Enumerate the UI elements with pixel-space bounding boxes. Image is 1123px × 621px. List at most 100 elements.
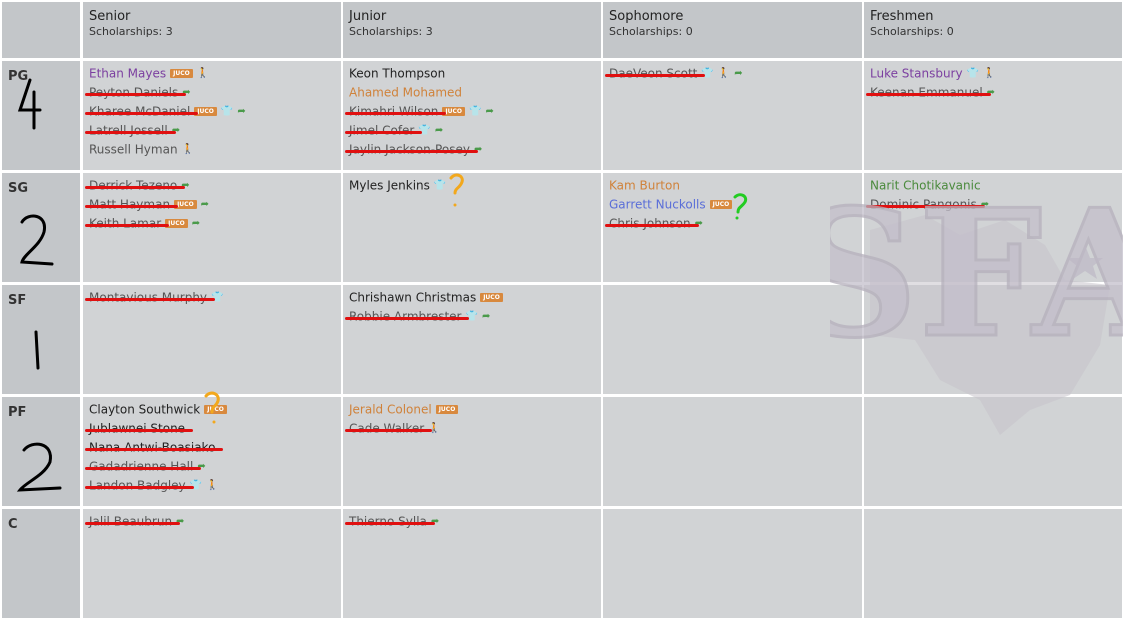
player-name[interactable]: Jublawnei Stone: [89, 422, 185, 436]
player-name[interactable]: Russell Hyman: [89, 142, 178, 157]
player-name[interactable]: Kharee McDaniel: [89, 105, 190, 119]
player-entry[interactable]: Russell Hyman🚶: [89, 140, 194, 158]
player-entry[interactable]: Landon Badgley👕🚶: [85, 476, 219, 494]
player-name[interactable]: Luke Stansbury: [870, 66, 963, 81]
juco-badge: JUCO: [194, 107, 217, 116]
player-entry[interactable]: Robbie Armbrester👕➦: [345, 307, 490, 325]
transfer-arrow-icon: ➦: [986, 86, 996, 98]
player-name[interactable]: Dominic Pangonis: [870, 198, 977, 212]
player-name[interactable]: Keon Thompson: [349, 66, 446, 81]
column-title: Sophomore: [609, 9, 684, 24]
player-name[interactable]: Landon Badgley: [89, 479, 186, 493]
player-name[interactable]: Jalil Beaubrun: [89, 515, 172, 529]
player-name[interactable]: Robbie Armbrester: [349, 310, 461, 324]
strike-through-mark: [345, 317, 469, 320]
player-name[interactable]: Peyton Daniels: [89, 86, 178, 100]
player-name[interactable]: Cade Walker: [349, 422, 424, 436]
strike-through-mark: [85, 112, 198, 115]
player-name[interactable]: Matt Hayman: [89, 198, 170, 212]
player-name[interactable]: Jaylin Jackson-Posey: [349, 143, 470, 157]
roster-cell-sf-freshmen: [864, 285, 1122, 394]
player-name[interactable]: Keith Lamar: [89, 217, 161, 231]
player-name[interactable]: Kam Burton: [609, 178, 680, 193]
transfer-arrow-icon: ➦: [485, 105, 494, 117]
player-entry[interactable]: Myles Jenkins👕: [349, 176, 446, 194]
player-entry[interactable]: Nana Antwi-Boasiako: [85, 438, 223, 456]
player-entry[interactable]: Kimahri WilsonJUCO👕➦: [345, 102, 494, 120]
roster-cell-c-freshmen: [864, 509, 1122, 618]
player-entry[interactable]: Montavious Murphy👕: [85, 288, 223, 306]
roster-cell-c-senior: Jalil Beaubrun➦: [83, 509, 341, 618]
player-name[interactable]: Gadadrienne Hall: [89, 460, 193, 474]
player-entry[interactable]: Peyton Daniels➦: [85, 83, 191, 101]
strike-through-mark: [85, 429, 193, 432]
player-name[interactable]: Ahamed Mohamed: [349, 85, 463, 100]
player-entry[interactable]: Keon Thompson: [349, 64, 445, 82]
player-entry[interactable]: Keith LamarJUCO➦: [85, 214, 201, 232]
strike-through-mark: [85, 467, 201, 470]
player-entry[interactable]: Derrick Tezeno➦: [85, 176, 190, 194]
player-entry[interactable]: Narit Chotikavanic: [870, 176, 981, 194]
player-name[interactable]: Kimahri Wilson: [349, 105, 438, 119]
player-entry[interactable]: Jimel Cofer👕➦: [345, 121, 443, 139]
strike-through-mark: [85, 131, 176, 134]
scholarship-count: Scholarships: 3: [349, 25, 433, 38]
strike-through-mark: [85, 186, 185, 189]
transfer-arrow-icon: ➦: [200, 198, 210, 210]
strike-through-mark: [85, 522, 180, 525]
scholarship-count: Scholarships: 0: [609, 25, 693, 38]
player-name[interactable]: Myles Jenkins: [349, 178, 430, 193]
walk-on-icon: 🚶: [181, 143, 194, 155]
player-entry[interactable]: Kharee McDanielJUCO👕➦: [85, 102, 246, 120]
player-entry[interactable]: Gadadrienne Hall➦: [85, 457, 206, 475]
walk-on-icon: 🚶: [428, 422, 441, 434]
transfer-arrow-icon: ➦: [191, 217, 201, 229]
player-entry[interactable]: Luke Stansbury👕🚶: [870, 64, 996, 82]
player-name[interactable]: DaeVeon Scott: [609, 67, 697, 81]
player-entry[interactable]: Thierno Sylla➦: [345, 512, 439, 530]
redshirt-icon: 👕: [418, 124, 431, 136]
player-entry[interactable]: Latrell Jossell➦: [85, 121, 180, 139]
player-name[interactable]: Latrell Jossell: [89, 124, 168, 138]
player-name[interactable]: Chrishawn Christmas: [349, 290, 477, 305]
player-name[interactable]: Montavious Murphy: [89, 291, 207, 305]
player-name[interactable]: Derrick Tezeno: [89, 179, 177, 193]
player-entry[interactable]: Matt HaymanJUCO➦: [85, 195, 210, 213]
strike-through-mark: [85, 93, 186, 96]
player-name[interactable]: Ethan Mayes: [89, 66, 167, 81]
player-name[interactable]: Garrett Nuckolls: [609, 197, 706, 212]
roster-cell-c-junior: Thierno Sylla➦: [343, 509, 601, 618]
redshirt-icon: 👕: [966, 67, 980, 79]
player-entry[interactable]: Kam Burton: [609, 176, 680, 194]
player-name[interactable]: Thierno Sylla: [349, 515, 427, 529]
player-entry[interactable]: DaeVeon Scott👕🚶➦: [605, 64, 743, 82]
player-entry[interactable]: Ahamed Mohamed: [349, 83, 462, 101]
player-entry[interactable]: Jublawnei Stone: [85, 419, 193, 437]
player-entry[interactable]: Dominic Pangonis➦: [866, 195, 989, 213]
redshirt-icon: 👕: [220, 105, 234, 117]
player-entry[interactable]: Jaylin Jackson-Posey➦: [345, 140, 482, 158]
player-name[interactable]: Clayton Southwick: [89, 402, 201, 417]
scholarship-count: Scholarships: 3: [89, 25, 173, 38]
player-name[interactable]: Narit Chotikavanic: [870, 178, 981, 193]
player-entry[interactable]: Keenan Emmanuel➦: [866, 83, 996, 101]
player-entry[interactable]: Cade Walker 🚶: [345, 419, 441, 437]
strike-through-mark: [866, 93, 991, 96]
player-name[interactable]: Keenan Emmanuel: [870, 86, 983, 100]
player-name[interactable]: Nana Antwi-Boasiako: [89, 441, 215, 455]
player-name[interactable]: Chris Johnson: [609, 217, 691, 231]
strike-through-mark: [85, 205, 178, 208]
player-name[interactable]: Jerald Colonel: [349, 402, 432, 417]
player-entry[interactable]: Chris Johnson➦: [605, 214, 703, 232]
player-name[interactable]: Jimel Cofer: [349, 124, 414, 138]
player-entry[interactable]: Jalil Beaubrun➦: [85, 512, 184, 530]
